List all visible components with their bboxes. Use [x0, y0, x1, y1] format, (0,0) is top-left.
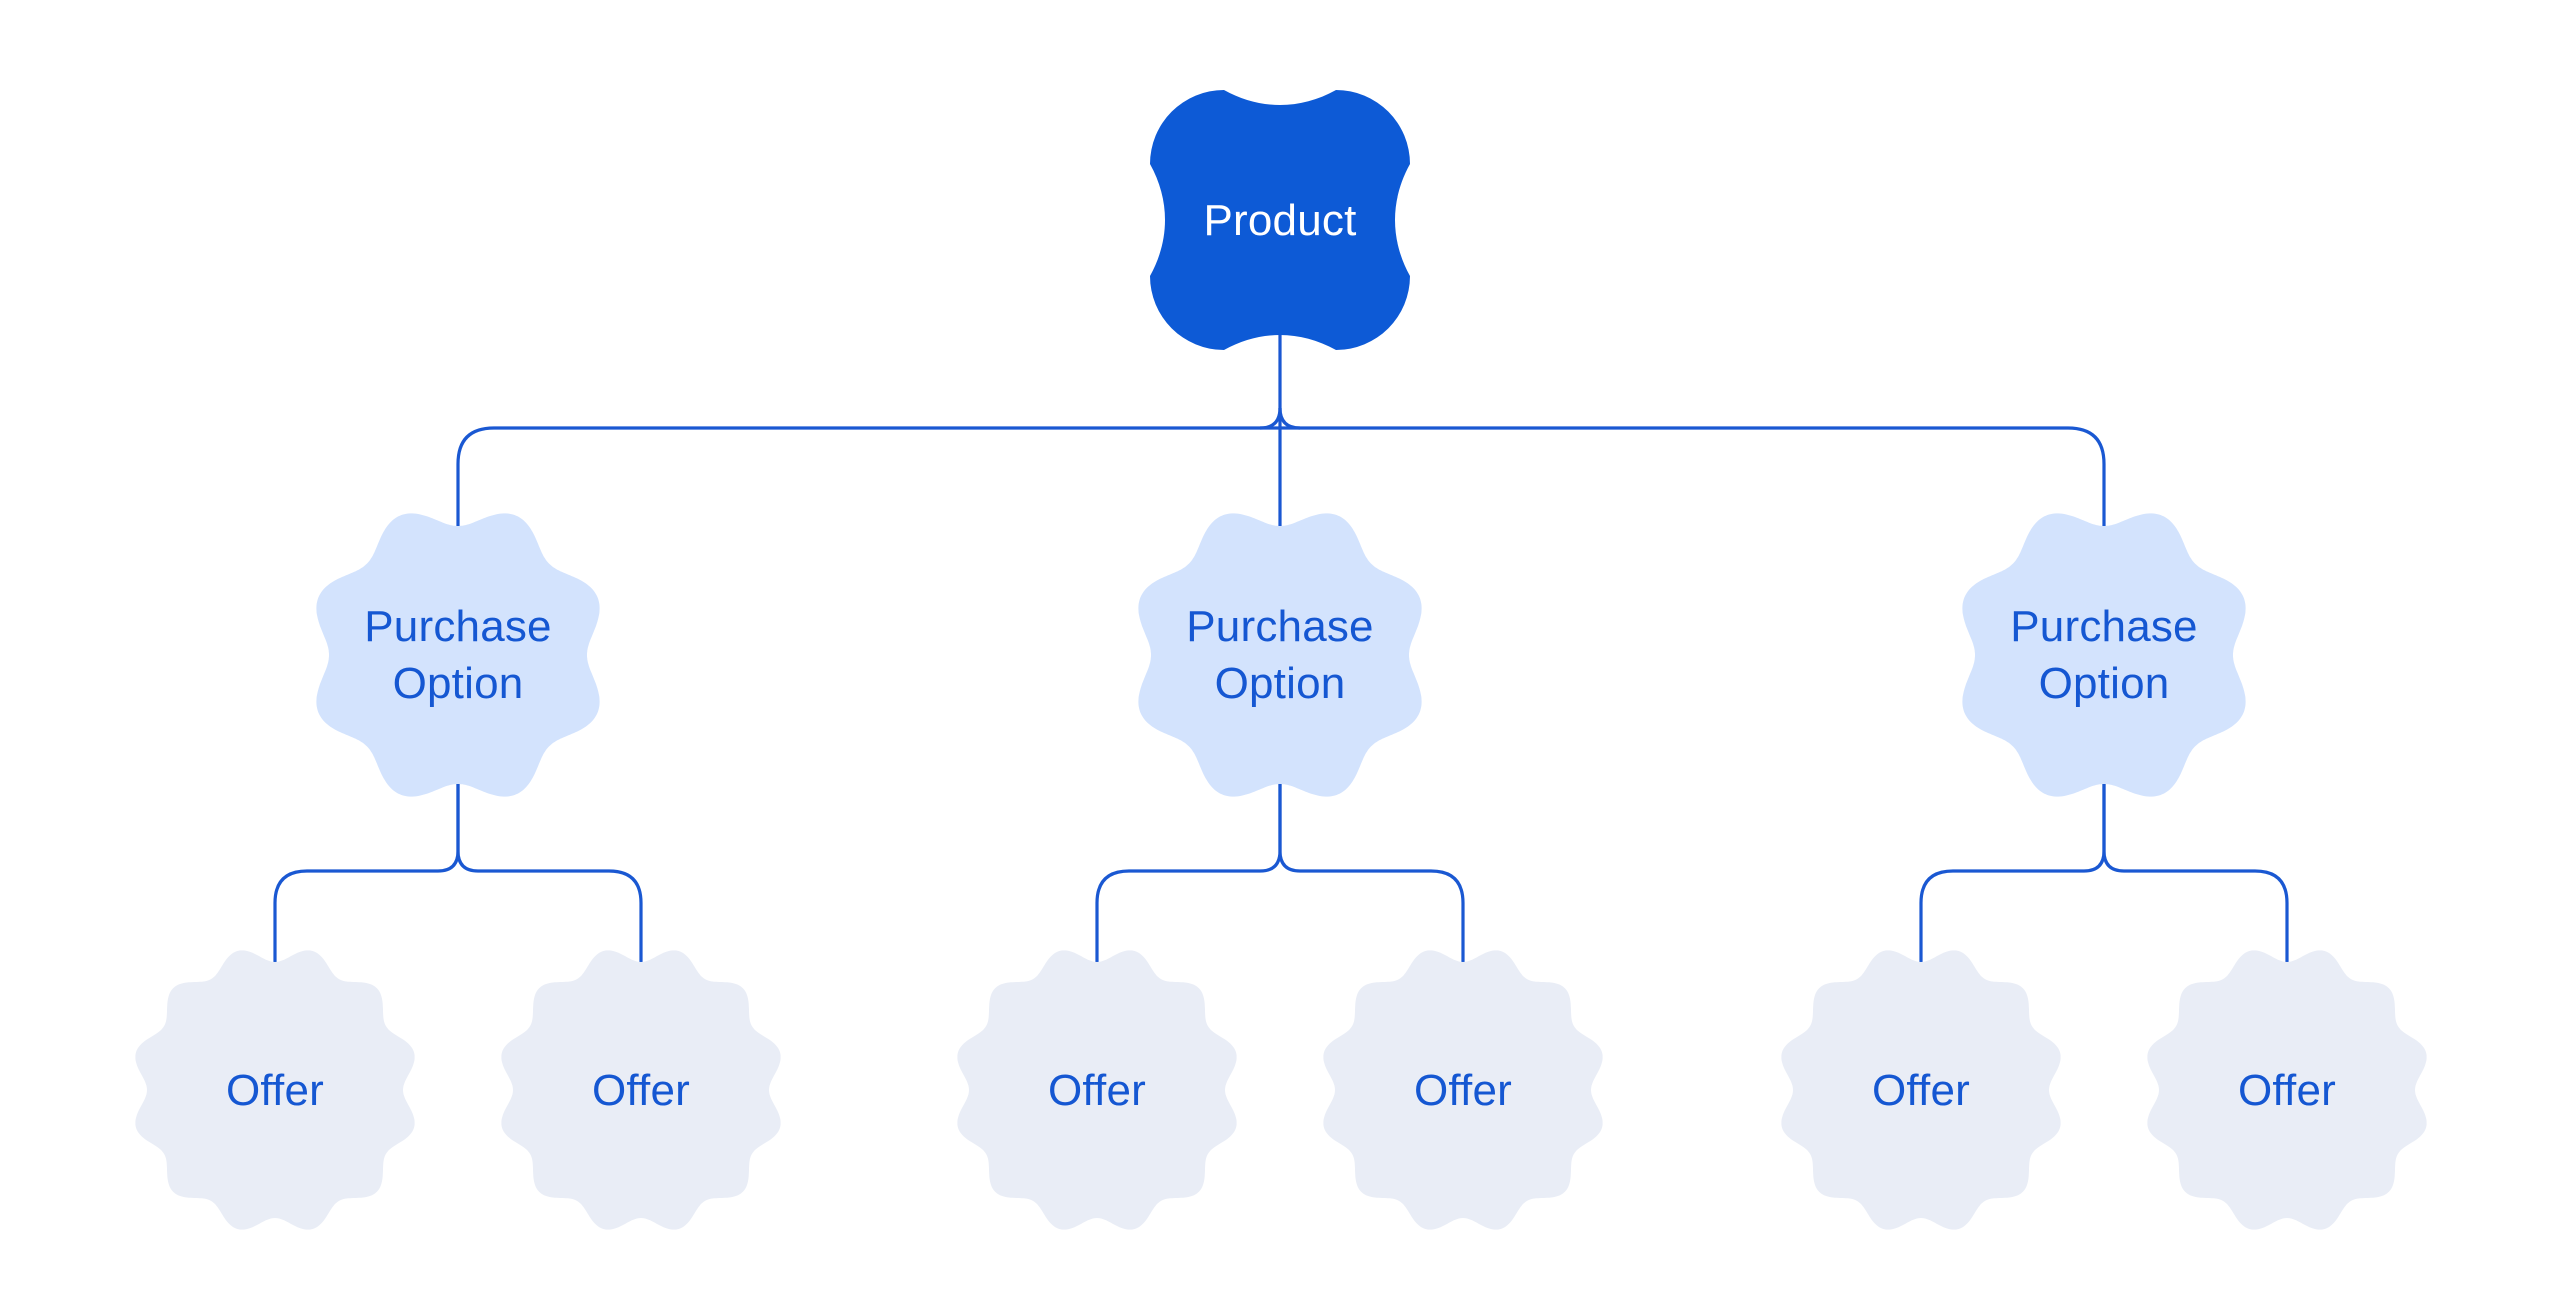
node-label-offer: Offer [1047, 1065, 1146, 1115]
connector-path [1278, 407, 1301, 430]
product-blob-shape [1150, 90, 1410, 350]
purchase-option-blob-shape [316, 513, 600, 797]
node-purchase-option-2: Purchase Option [1126, 501, 1434, 809]
connector-path [273, 782, 460, 972]
node-label-purchase-option: Purchase Option [364, 602, 552, 708]
node-purchase-option-3: Purchase Option [1950, 501, 2258, 809]
connector-path [1095, 782, 1282, 972]
node-label-product: Product [1203, 195, 1357, 245]
node-label-offer: Offer [225, 1065, 324, 1115]
offer-blob-shape [1781, 950, 2061, 1230]
offer-blob-shape [2147, 950, 2427, 1230]
node-purchase-option-1: Purchase Option [304, 501, 612, 809]
node-label-purchase-option: Purchase Option [2010, 602, 2198, 708]
offer-blob-shape [135, 950, 415, 1230]
node-offer-3a: Offer [1773, 942, 2069, 1238]
offer-blob-shape [501, 950, 781, 1230]
node-offer-3b: Offer [2139, 942, 2435, 1238]
node-offer-1b: Offer [493, 942, 789, 1238]
node-label-offer: Offer [1413, 1065, 1512, 1115]
purchase-option-blob-shape [1962, 513, 2246, 797]
node-offer-2a: Offer [949, 942, 1245, 1238]
node-label-purchase-option: Purchase Option [1186, 602, 1374, 708]
node-offer-2b: Offer [1315, 942, 1611, 1238]
purchase-option-blob-shape [1138, 513, 1422, 797]
offer-blob-shape [957, 950, 1237, 1230]
connector-path [1259, 407, 1282, 430]
node-label-offer: Offer [591, 1065, 690, 1115]
offer-blob-shape [1323, 950, 1603, 1230]
connector-path [1278, 782, 1465, 972]
connector-path [1919, 782, 2106, 972]
node-label-offer: Offer [2237, 1065, 2336, 1115]
connector-path [2102, 782, 2289, 972]
node-label-offer: Offer [1871, 1065, 1970, 1115]
node-product: Product [1144, 84, 1416, 356]
node-offer-1a: Offer [127, 942, 423, 1238]
connector-path [456, 782, 643, 972]
